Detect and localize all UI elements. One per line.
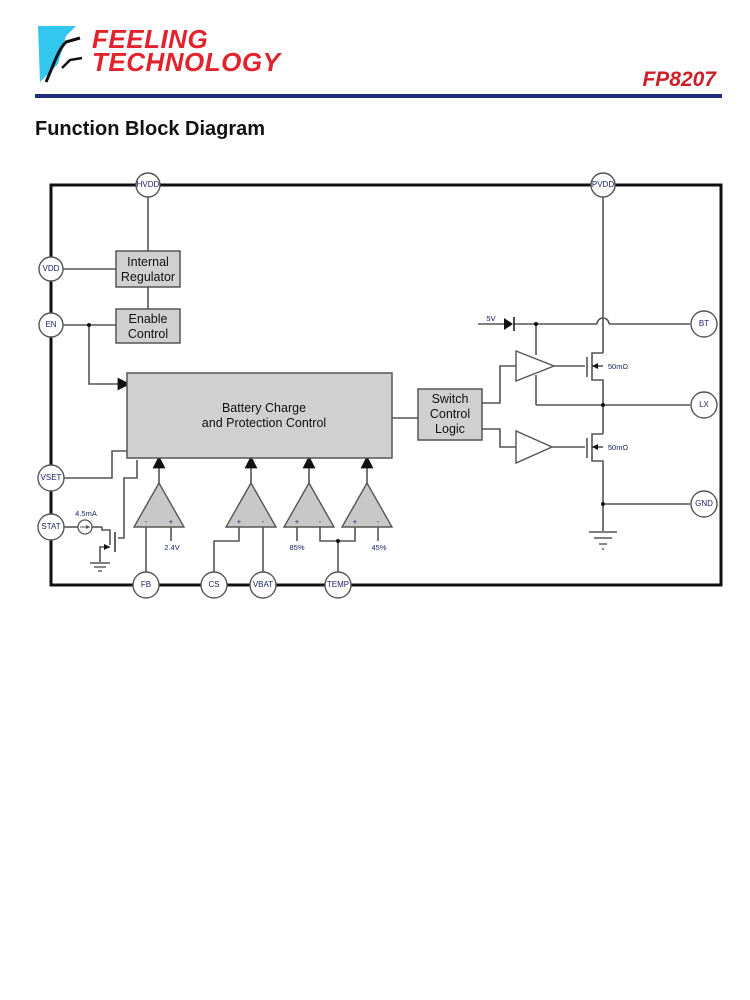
pin-gnd bbox=[690, 490, 718, 518]
logo-mark-icon bbox=[38, 26, 83, 83]
temp-lo-comparator bbox=[340, 481, 394, 528]
pin-cs bbox=[200, 571, 228, 599]
current-source-icon bbox=[77, 519, 93, 535]
cs-comparator bbox=[224, 481, 278, 528]
temp-hi-plus: + bbox=[295, 517, 300, 526]
brand-line2: TECHNOLOGY bbox=[92, 47, 281, 77]
ic-outline bbox=[49, 183, 723, 587]
regulator-label-1: Internal bbox=[127, 255, 169, 269]
pin-pvdd bbox=[590, 172, 616, 198]
low-side-driver bbox=[515, 429, 554, 465]
temp-lo-label: 45% bbox=[371, 543, 386, 552]
pin-stat bbox=[37, 513, 65, 541]
pin-cs-label: CS bbox=[208, 580, 219, 589]
pin-vdd bbox=[38, 256, 64, 282]
pin-hvdd-label: HVDD bbox=[137, 180, 160, 189]
regulator-label-2: Regulator bbox=[121, 270, 175, 284]
fb-ref-label: 2.4V bbox=[164, 543, 179, 552]
pin-lx-label: LX bbox=[699, 400, 709, 409]
cs-plus: + bbox=[237, 517, 242, 526]
pin-stat-label: STAT bbox=[41, 522, 60, 531]
enable-label-1: Enable bbox=[129, 312, 168, 326]
pin-vset-label: VSET bbox=[41, 473, 62, 482]
pin-vset bbox=[37, 464, 65, 492]
low-side-rdson-label: 50mΩ bbox=[608, 443, 629, 452]
diode-supply-label: 5V bbox=[486, 314, 495, 323]
pin-hvdd bbox=[135, 172, 161, 198]
switch-label-1: Switch bbox=[432, 392, 469, 406]
pin-fb-label: FB bbox=[141, 580, 151, 589]
header-rule bbox=[35, 94, 722, 98]
pin-vdd-label: VDD bbox=[43, 264, 60, 273]
pin-gnd-label: GND bbox=[695, 499, 713, 508]
battery-charge-block bbox=[126, 372, 393, 459]
current-source-label: 4.5mA bbox=[75, 509, 97, 518]
cs-minus: - bbox=[262, 517, 265, 526]
switch-label-2: Control bbox=[430, 407, 470, 421]
pin-en bbox=[38, 312, 64, 338]
pin-bt-label: BT bbox=[699, 319, 709, 328]
part-number: FP8207 bbox=[642, 68, 716, 91]
switch-control-block bbox=[417, 388, 483, 441]
section-title: Function Block Diagram bbox=[35, 118, 266, 140]
pin-temp-label: TEMP bbox=[327, 580, 349, 589]
battery-label-2: and Protection Control bbox=[202, 416, 326, 430]
pin-vbat bbox=[249, 571, 277, 599]
fb-comparator bbox=[132, 481, 186, 528]
pin-lx bbox=[690, 391, 718, 419]
company-logo: FEELING TECHNOLOGY bbox=[36, 24, 280, 86]
battery-label-1: Battery Charge bbox=[222, 401, 306, 415]
temp-lo-minus: - bbox=[377, 517, 380, 526]
high-side-rdson-label: 50mΩ bbox=[608, 362, 629, 371]
high-side-driver bbox=[515, 349, 556, 383]
ground-icon bbox=[90, 562, 110, 572]
temp-hi-comparator bbox=[282, 481, 336, 528]
temp-hi-minus: - bbox=[319, 517, 322, 526]
diode-icon bbox=[504, 317, 515, 331]
pin-pvdd-label: PVDD bbox=[592, 180, 614, 189]
enable-label-2: Control bbox=[128, 327, 168, 341]
fb-minus: - bbox=[145, 517, 148, 526]
switch-label-3: Logic bbox=[435, 422, 465, 436]
pin-temp bbox=[324, 571, 352, 599]
junction-dots bbox=[87, 322, 605, 543]
ground-icon bbox=[589, 531, 617, 550]
pin-bt bbox=[690, 310, 718, 338]
pin-fb bbox=[132, 571, 160, 599]
pin-en-label: EN bbox=[45, 320, 56, 329]
fb-plus: + bbox=[169, 517, 174, 526]
brand-line1: FEELING bbox=[92, 24, 209, 54]
enable-control-block bbox=[115, 308, 181, 344]
fet-arrows bbox=[104, 363, 598, 550]
temp-lo-plus: + bbox=[353, 517, 358, 526]
internal-regulator-block bbox=[115, 250, 181, 288]
pin-vbat-label: VBAT bbox=[253, 580, 273, 589]
temp-hi-label: 85% bbox=[289, 543, 304, 552]
